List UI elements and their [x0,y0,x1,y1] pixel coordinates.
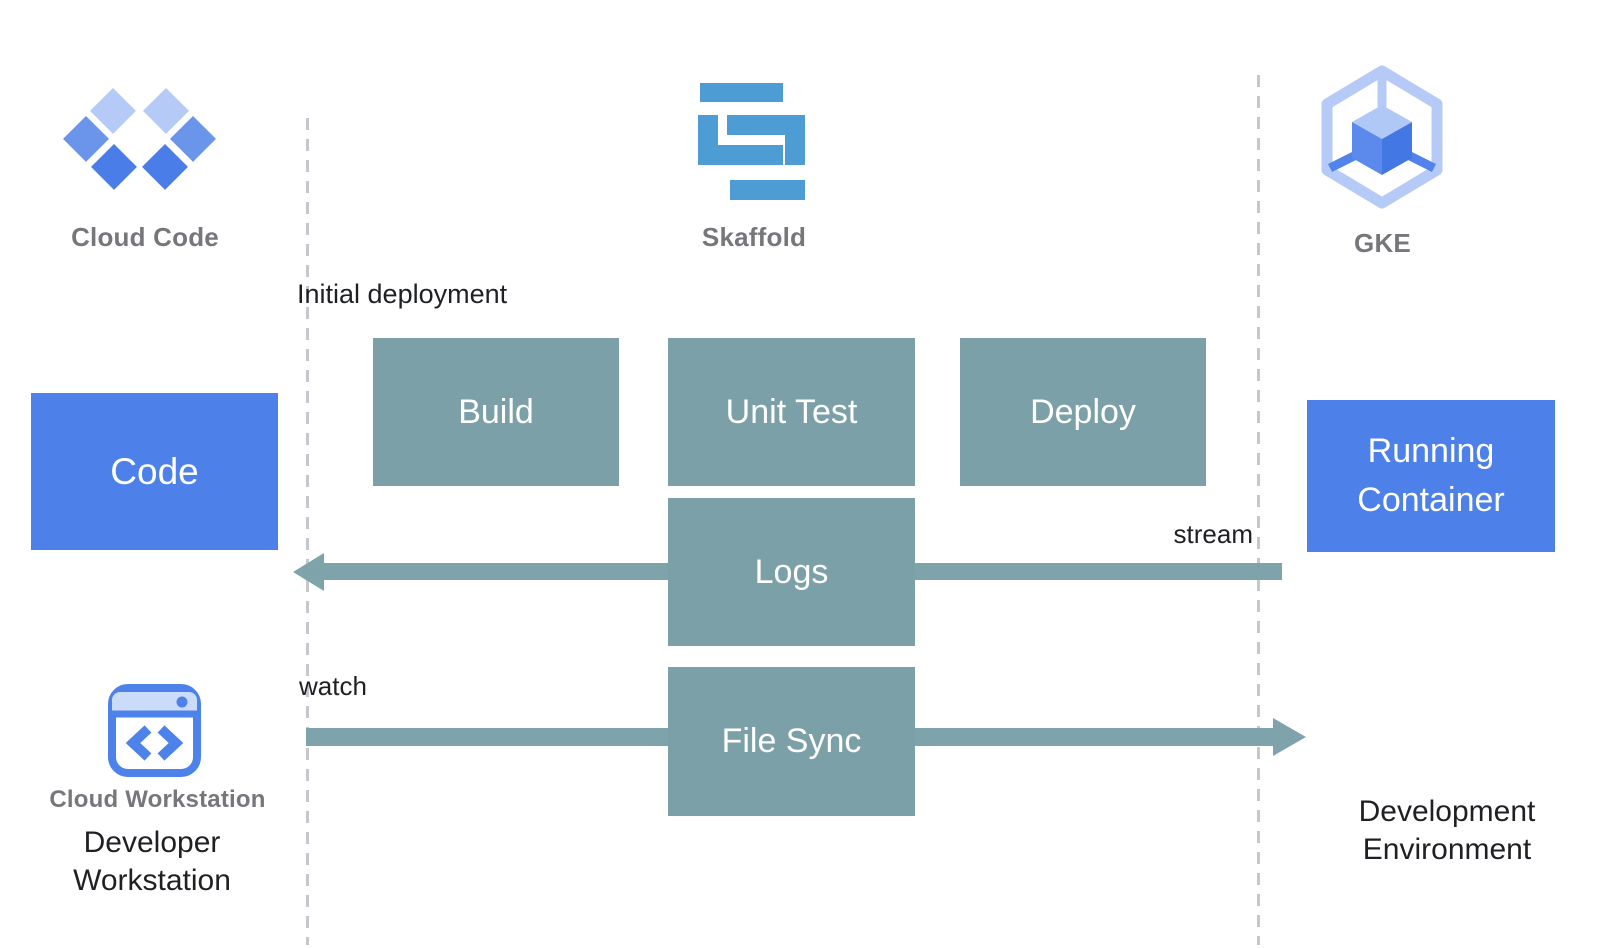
build-box: Build [373,338,619,486]
stream-label: stream [1173,519,1253,549]
deploy-box-label: Deploy [1030,392,1136,431]
unit-test-box-label: Unit Test [725,392,858,431]
logs-box: Logs [668,498,915,646]
filesync-arrowhead-right-icon [1273,718,1306,756]
stream-arrow-bar-right [914,563,1282,580]
code-box: Code [31,393,278,550]
lane-divider-left [306,118,309,945]
development-environment-label: Development Environment [1358,795,1536,867]
code-box-label: Code [110,450,199,492]
file-sync-box: File Sync [668,667,915,816]
cloud-code-label: Cloud Code [71,222,219,252]
gke-icon [1321,65,1443,209]
running-container-box: Running Container [1307,400,1555,552]
stream-arrow-bar-left [320,563,669,580]
watch-label: watch [299,671,367,701]
file-sync-box-label: File Sync [721,722,862,760]
running-container-box-label: Running Container [1357,431,1505,519]
initial-deployment-label: Initial deployment [297,279,508,309]
cloud-code-icon [63,87,216,190]
unit-test-box: Unit Test [668,338,915,486]
filesync-arrow-bar-left [306,728,669,746]
logs-box-label: Logs [754,552,829,591]
cloud-workstation-icon [108,684,201,777]
build-box-label: Build [458,392,534,431]
lane-divider-right [1257,75,1260,945]
developer-workstation-label: Developer Workstation [73,826,231,898]
skaffold-icon [698,83,805,200]
stream-arrowhead-left-icon [293,553,324,591]
filesync-arrow-bar-right [914,728,1275,746]
deploy-box: Deploy [960,338,1206,486]
cloud-workstation-label: Cloud Workstation [49,786,266,813]
skaffold-label: Skaffold [701,222,807,252]
gke-label: GKE [1354,228,1411,258]
